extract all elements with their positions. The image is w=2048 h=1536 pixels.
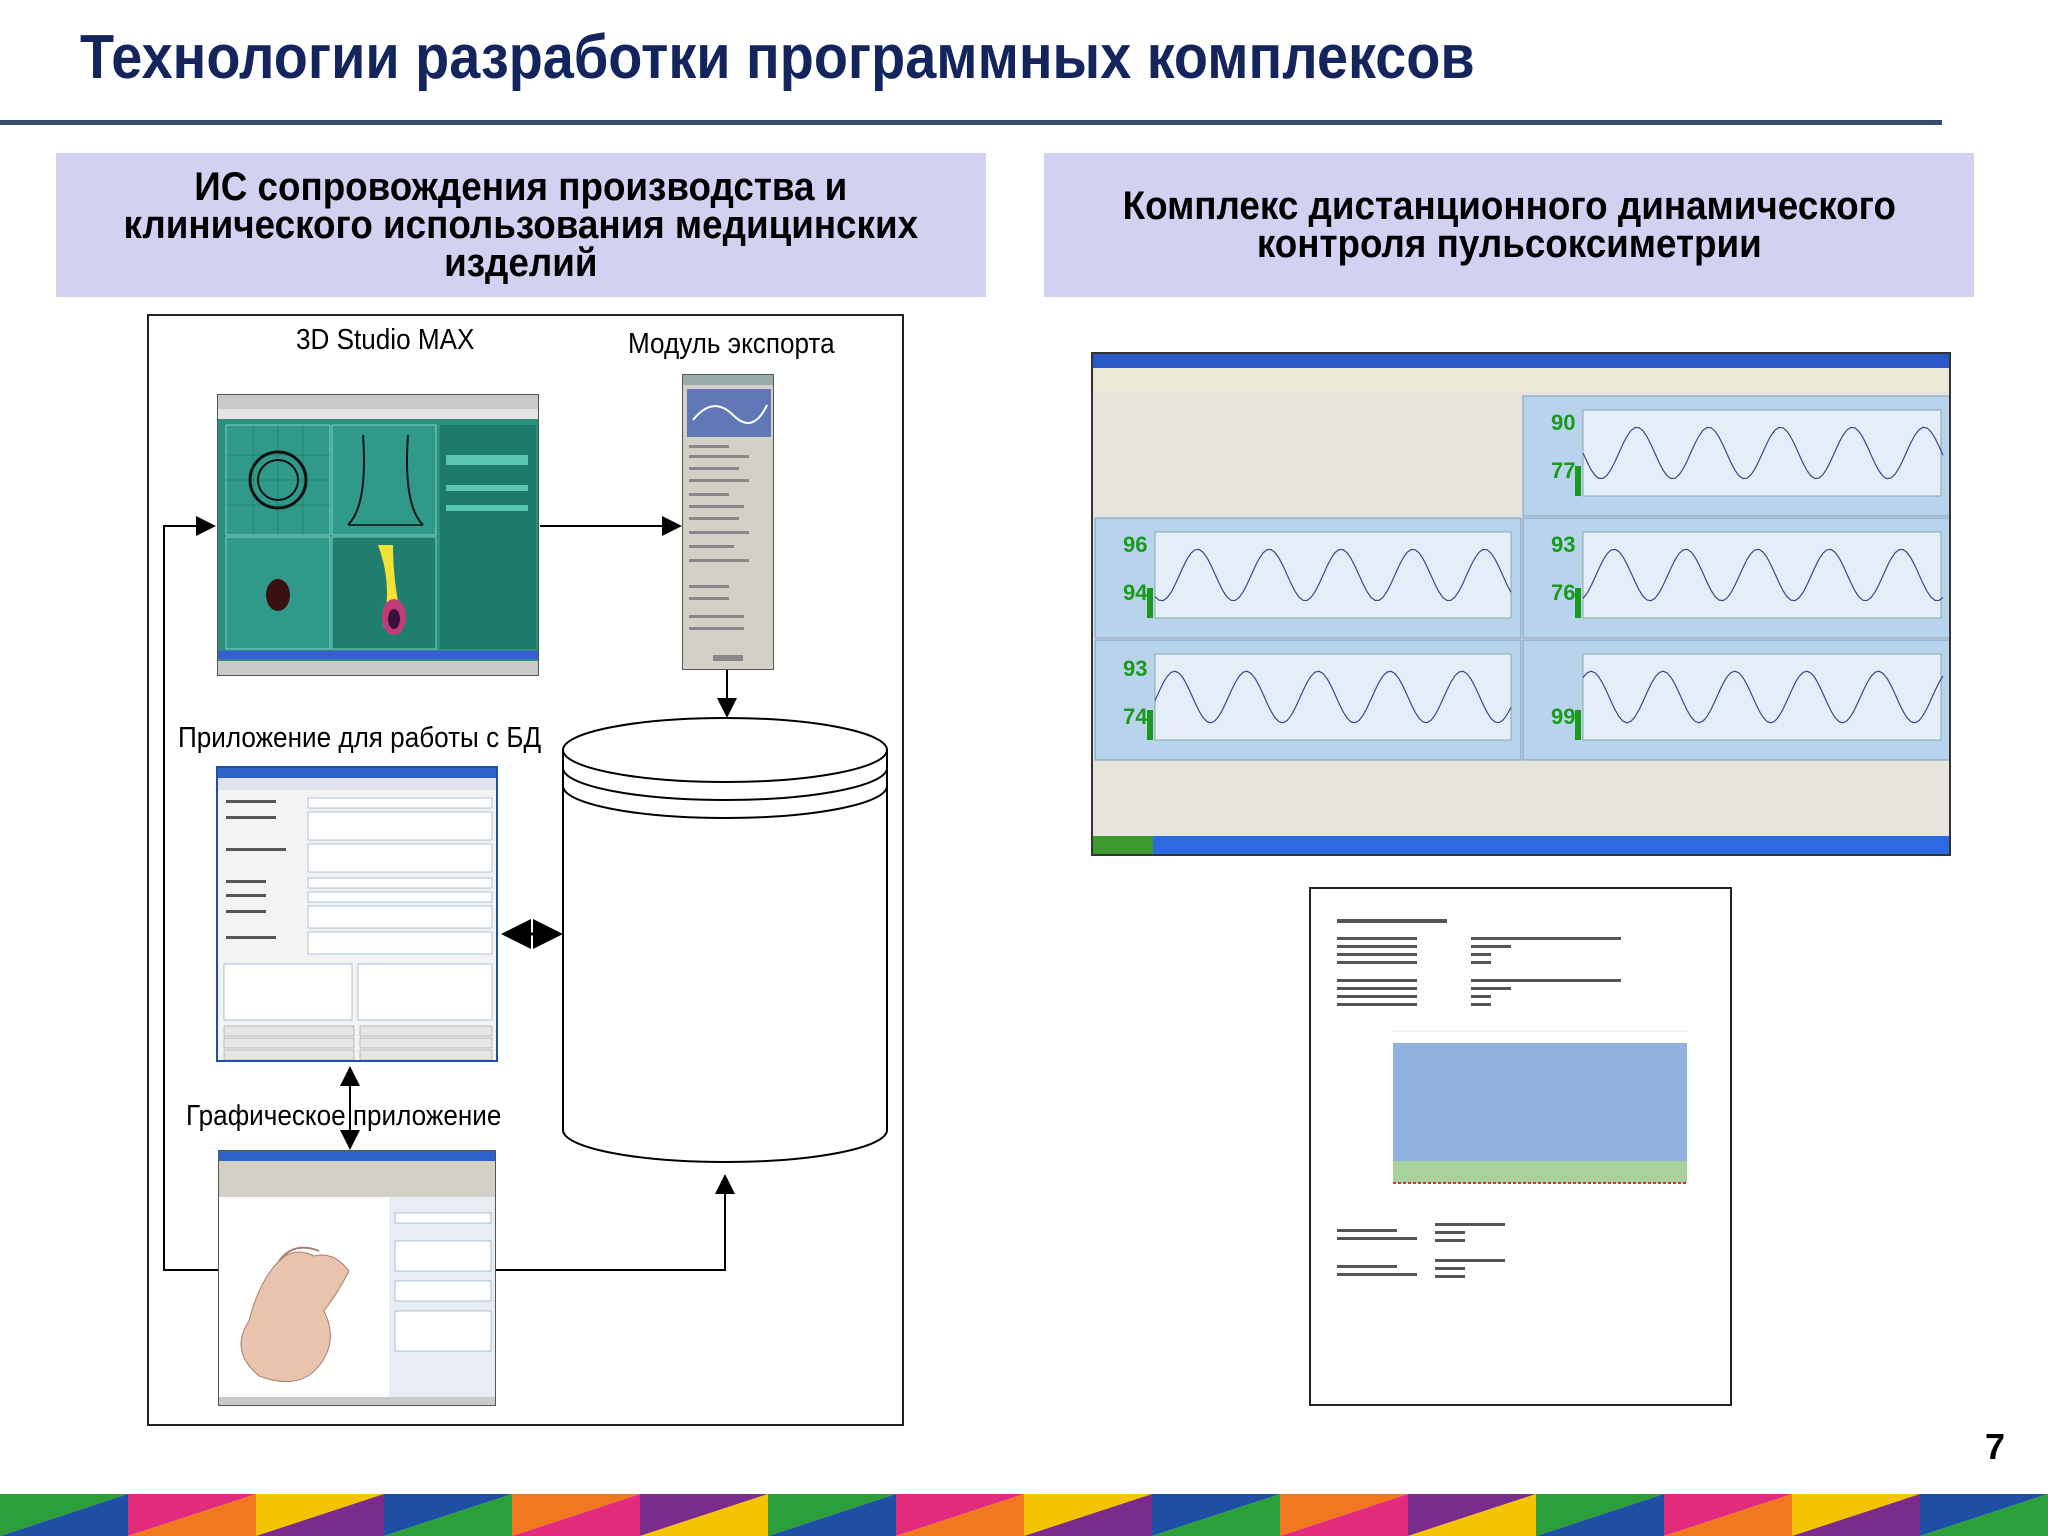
page-number: 7 <box>1985 1426 2006 1467</box>
footer-segment <box>1024 1494 1152 1536</box>
architecture-diagram-frame <box>147 314 904 1426</box>
right-heading-line2: контроля пульсоксиметрии <box>1256 222 1762 266</box>
footer-segment <box>1664 1494 1792 1536</box>
spo2-value-bot-left: 93 <box>1123 656 1148 681</box>
db-item-8: ..................... <box>565 1126 788 1158</box>
3dsmax-screenshot <box>217 394 539 676</box>
db-item-1: - динамического <box>565 902 768 934</box>
footer-segment <box>1536 1494 1664 1536</box>
monitor-plot-area <box>1154 531 1512 619</box>
monitor-plot-area <box>1154 653 1512 741</box>
db-item-5: - сведений о донорах <box>565 1030 831 1062</box>
pulse-waveform <box>1154 670 1512 724</box>
footer-segment <box>1280 1494 1408 1536</box>
pulse-waveform <box>1582 548 1944 602</box>
footer-decorative-band <box>0 1494 2048 1536</box>
pulse-value-mid-left: 94 <box>1123 580 1148 605</box>
pulse-value-top-right: 77 <box>1551 458 1576 483</box>
export-module-screenshot <box>682 374 774 670</box>
monitor-plot-area <box>1582 653 1942 741</box>
footer-segment <box>1920 1494 2048 1536</box>
pulse-waveform <box>1582 670 1944 724</box>
right-heading-line1: Комплекс дистанционного динамического <box>1122 184 1896 228</box>
database-contents-list: - динамического наблюдения пациентов - с… <box>565 902 878 1158</box>
footer-segment <box>384 1494 512 1536</box>
pulse-value-bot-left: 74 <box>1123 704 1148 729</box>
spo2-value-top-right: 90 <box>1551 410 1576 435</box>
graphic-application-screenshot <box>218 1150 496 1406</box>
database-title: Банк данных <box>647 838 803 870</box>
right-panel-heading: Комплекс дистанционного динамического ко… <box>1044 153 1974 297</box>
db-item-4: трехмерных моделях <box>565 998 851 1030</box>
left-heading-line3: изделий <box>444 241 598 285</box>
pulse-waveform <box>1582 426 1944 480</box>
spo2-value-mid-right: 93 <box>1551 532 1576 557</box>
pulse-oximetry-monitor-screenshot: 90 77 96 94 93 76 93 74 99 <box>1091 352 1951 856</box>
label-export-module: Модуль экспорта <box>628 328 835 360</box>
footer-segment <box>1408 1494 1536 1536</box>
signal-level-bar <box>1575 710 1581 740</box>
footer-segment <box>640 1494 768 1536</box>
signal-level-bar <box>1147 588 1153 618</box>
footer-segment <box>256 1494 384 1536</box>
db-item-7: - сведения о материалах <box>565 1094 875 1126</box>
footer-segment <box>1152 1494 1280 1536</box>
label-db-application: Приложение для работы с БД <box>178 722 542 754</box>
monitor-plot-area <box>1582 531 1942 619</box>
footer-segment <box>896 1494 1024 1536</box>
left-heading-line2: клинического использования медицинских <box>123 203 919 247</box>
db-item-6: - сведений о пациентах <box>565 1062 857 1094</box>
db-item-3: - сведений о <box>565 966 720 998</box>
pulse-value-mid-right: 76 <box>1551 580 1576 605</box>
db-item-2: наблюдения пациентов <box>565 934 878 966</box>
signal-level-bar <box>1147 710 1153 740</box>
footer-segment <box>512 1494 640 1536</box>
footer-segment <box>0 1494 128 1536</box>
footer-segment <box>1792 1494 1920 1536</box>
ppg-amplitude-report <box>1309 887 1732 1406</box>
slide-title: Технологии разработки программных компле… <box>80 23 1475 92</box>
title-divider <box>0 120 1942 125</box>
spo2-value-mid-left: 96 <box>1123 532 1148 557</box>
footer-segment <box>128 1494 256 1536</box>
footer-segment <box>768 1494 896 1536</box>
label-3dsmax: 3D Studio MAX <box>296 324 475 356</box>
left-heading-line1: ИС сопровождения производства и <box>194 165 848 209</box>
pulse-value-bot-right: 99 <box>1551 704 1576 729</box>
signal-level-bar <box>1575 466 1581 496</box>
signal-level-bar <box>1575 588 1581 618</box>
db-application-screenshot <box>216 766 498 1062</box>
label-graphic-application: Графическое приложение <box>186 1100 502 1132</box>
left-panel-heading: ИС сопровождения производства и клиничес… <box>56 153 986 297</box>
pulse-waveform <box>1154 548 1512 602</box>
